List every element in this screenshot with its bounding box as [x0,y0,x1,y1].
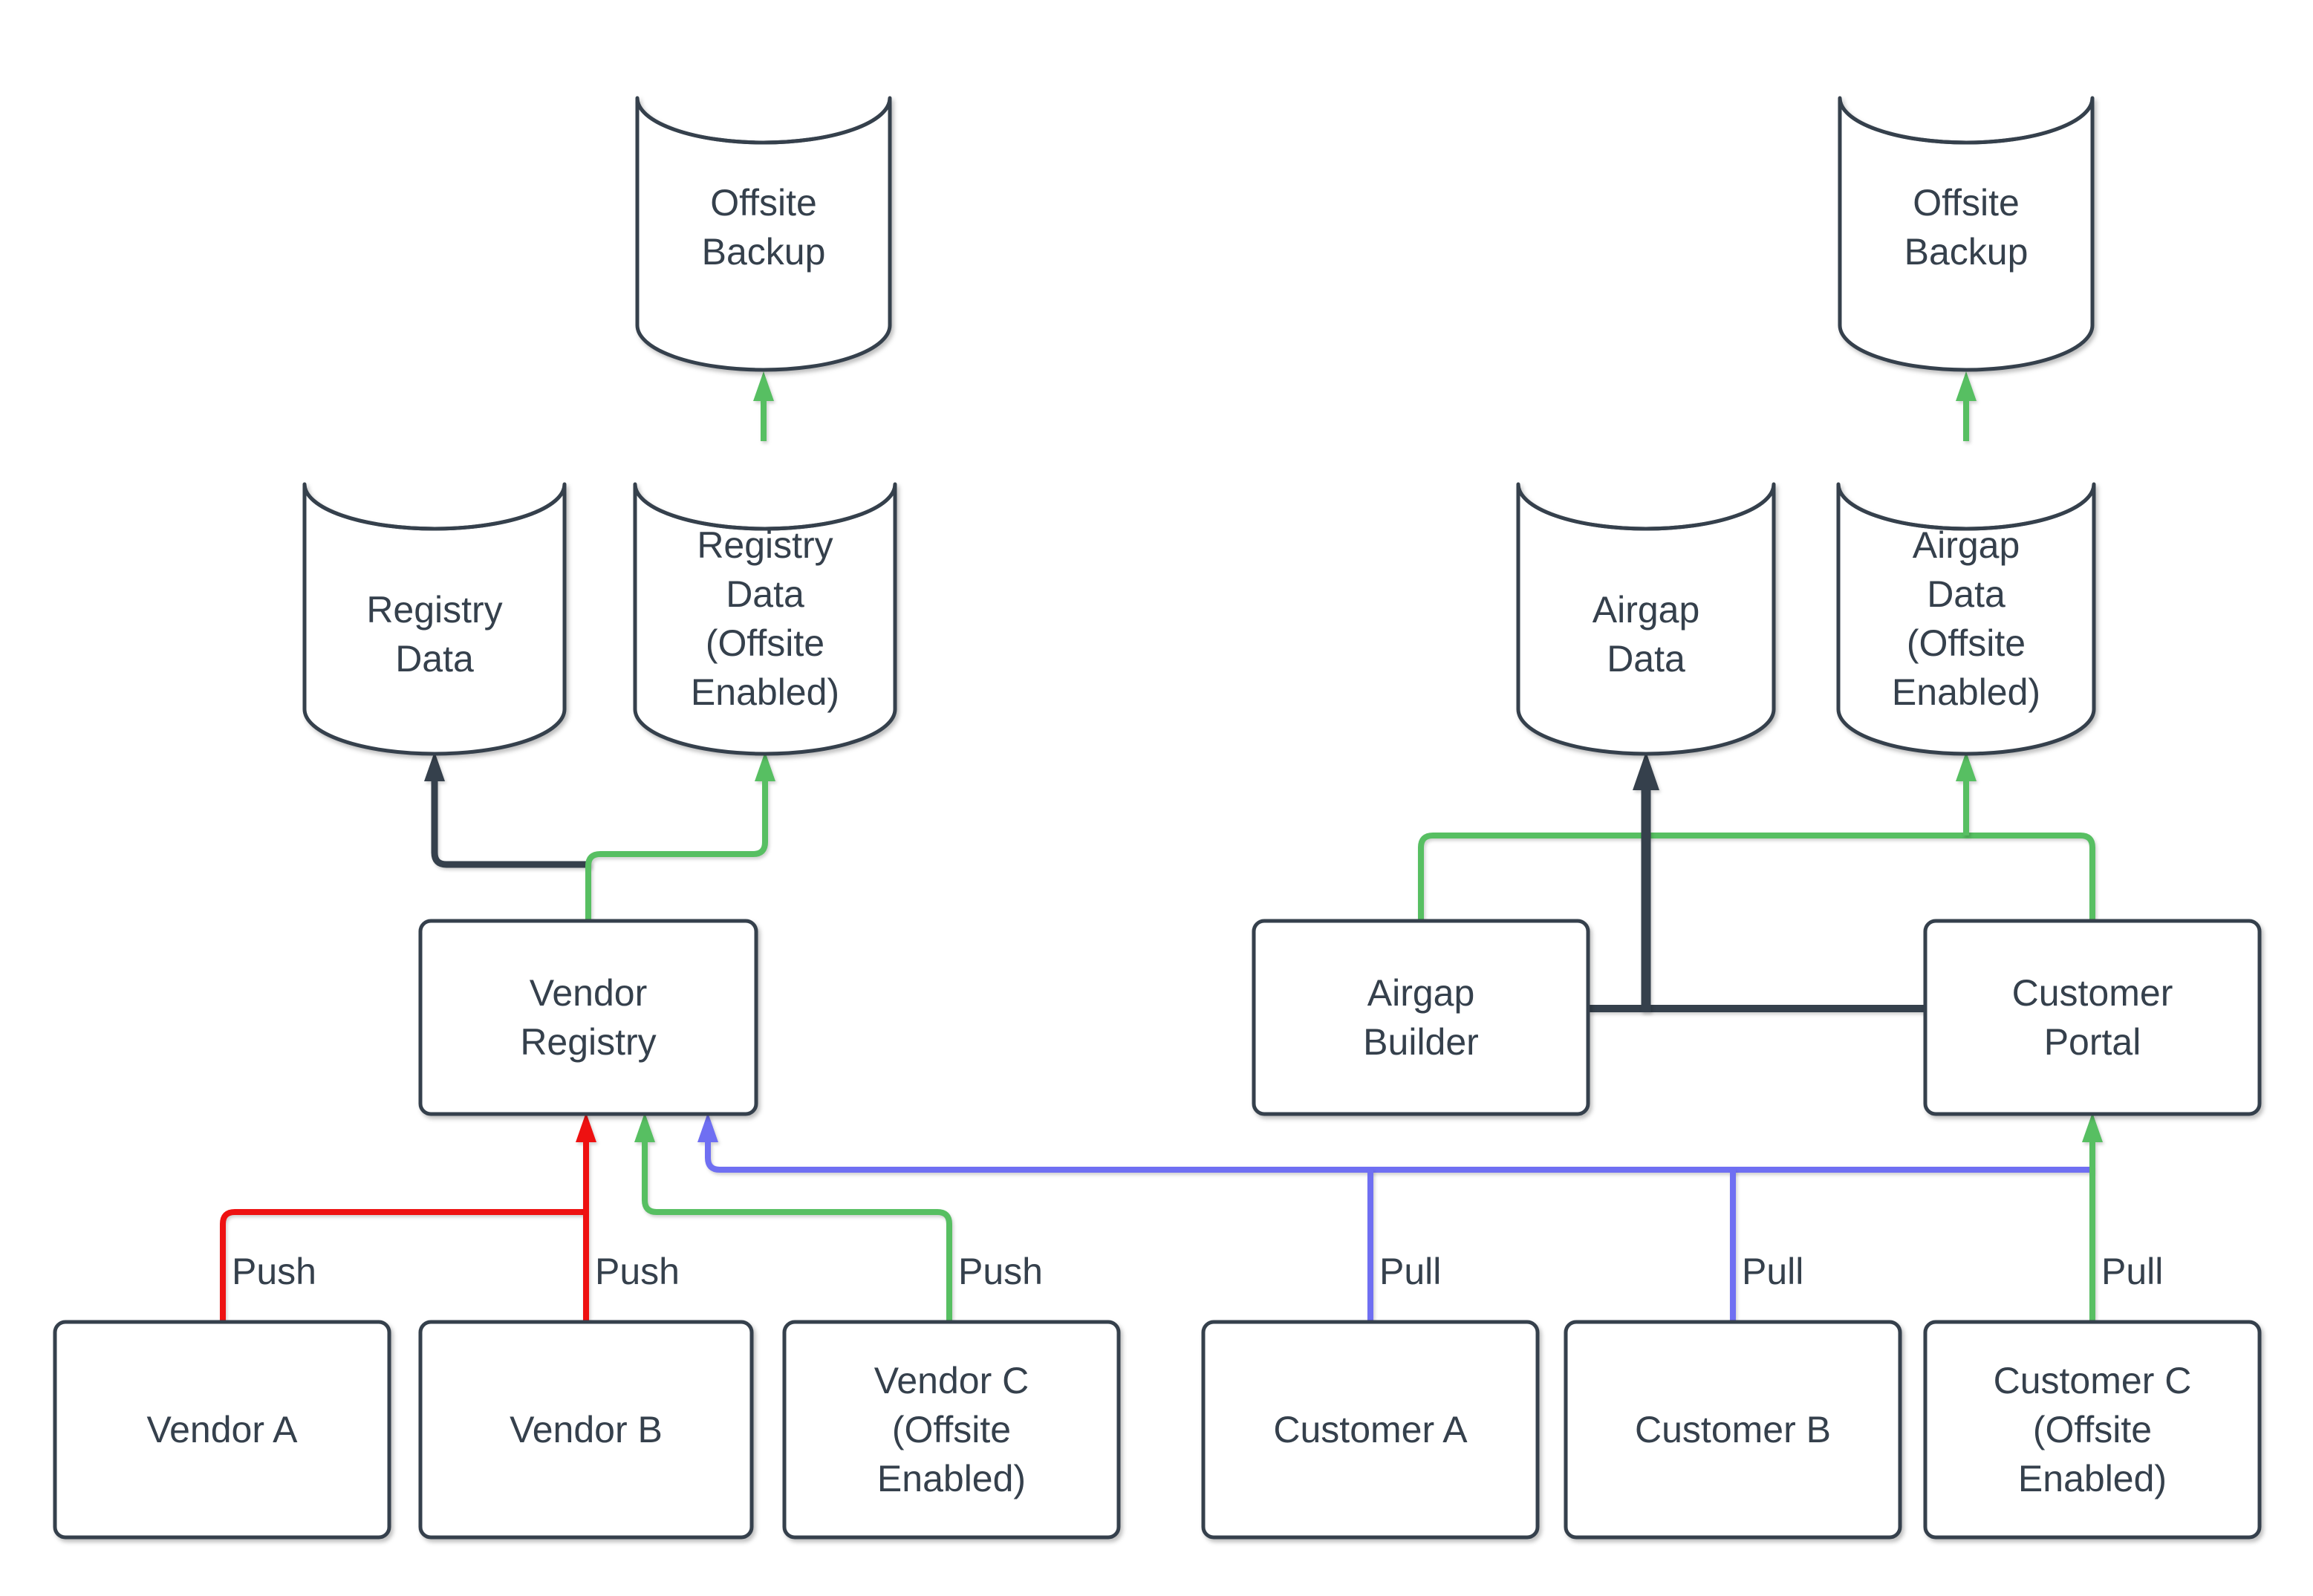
registry-data-offsite-rim [633,483,897,531]
customer-b: Customer B [1564,1320,1902,1540]
push-label-vendor-b: Push [595,1251,680,1292]
edge-airgap-green-rail-line [1418,833,2095,921]
vendor-registry-shape [418,919,758,1116]
customer-c-shape [1923,1320,2262,1540]
edge-vendor-a-push [220,1209,585,1322]
vendor-c-shape [782,1320,1121,1540]
customer-a-label: Customer A [1273,1409,1468,1450]
edge-customer-c-pull [2082,1113,2103,1322]
edges-layer [220,371,2103,1322]
push-label-vendor-a: Push [232,1251,316,1292]
airgap-data-rim [1516,483,1776,531]
edge-customers-pull-rail [697,1113,2092,1173]
flow-labels-layer: Push Push Push Pull Pull Pull [232,1251,2163,1292]
airgap-builder-shape [1252,919,1590,1116]
edge-green-rail-to-airgap-data-offsite-arrowhead-icon [1956,752,1977,781]
edge-vendor-a-push-line [220,1209,585,1322]
customer-b-label: Customer B [1635,1409,1831,1450]
registry-data-rim [302,483,567,531]
pull-label-customer-b: Pull [1742,1251,1803,1292]
vendor-a: Vendor A [53,1320,391,1540]
edge-customers-pull-rail-arrowhead-icon [697,1113,718,1142]
edge-vendor-registry-to-registry-data-offsite-line [585,778,768,921]
customer-portal-shape [1923,919,2262,1116]
airgap-data-offsite-rim [1836,483,2096,531]
edge-customer-c-pull-arrowhead-icon [2082,1113,2103,1142]
edge-to-airgap-data-arrowhead-icon [1633,752,1659,790]
edge-green-rail-to-airgap-data-offsite [1956,752,1977,836]
edge-vendor-registry-to-registry-data-offsite [585,752,775,921]
pull-label-customer-a: Pull [1379,1251,1441,1292]
edge-vendor-registry-to-registry-data-line [431,778,591,868]
customer-a-shape [1201,1320,1540,1540]
edge-vendor-c-push-arrowhead-icon [634,1113,655,1142]
vendor-b-shape [418,1320,754,1540]
customer-a: Customer A [1201,1320,1540,1540]
push-label-vendor-c: Push [958,1251,1043,1292]
edge-vendor-c-push-line [642,1139,952,1322]
edge-to-airgap-data [1633,752,1659,1012]
customer-b-shape [1564,1320,1902,1540]
vendor-a-label: Vendor A [147,1409,299,1450]
edge-registry-data-offsite-to-offsite-backup-arrowhead-icon [753,371,774,401]
offsite-backup-left-rim [635,97,892,145]
edge-vendor-c-push [634,1113,952,1322]
edge-vendor-b-push-arrowhead-icon [576,1113,596,1142]
pull-label-customer-c: Pull [2101,1251,2163,1292]
edge-registry-data-offsite-to-offsite-backup [753,371,774,441]
vendor-b-label: Vendor B [510,1409,663,1450]
edge-vendor-registry-to-registry-data-arrowhead-icon [424,752,445,781]
vendor-b: Vendor B [418,1320,754,1540]
edge-airgap-data-offsite-to-offsite-backup [1956,371,1977,441]
edge-customers-pull-rail-line [705,1139,2092,1173]
edge-vendor-registry-to-registry-data-offsite-arrowhead-icon [755,752,775,781]
edge-vendor-b-push [576,1113,596,1322]
edge-vendor-registry-to-registry-data [424,752,591,868]
edge-airgap-data-offsite-to-offsite-backup-arrowhead-icon [1956,371,1977,401]
offsite-backup-right-rim [1838,97,2095,145]
edge-airgap-green-rail [1418,833,2095,921]
vendor-a-shape [53,1320,391,1540]
